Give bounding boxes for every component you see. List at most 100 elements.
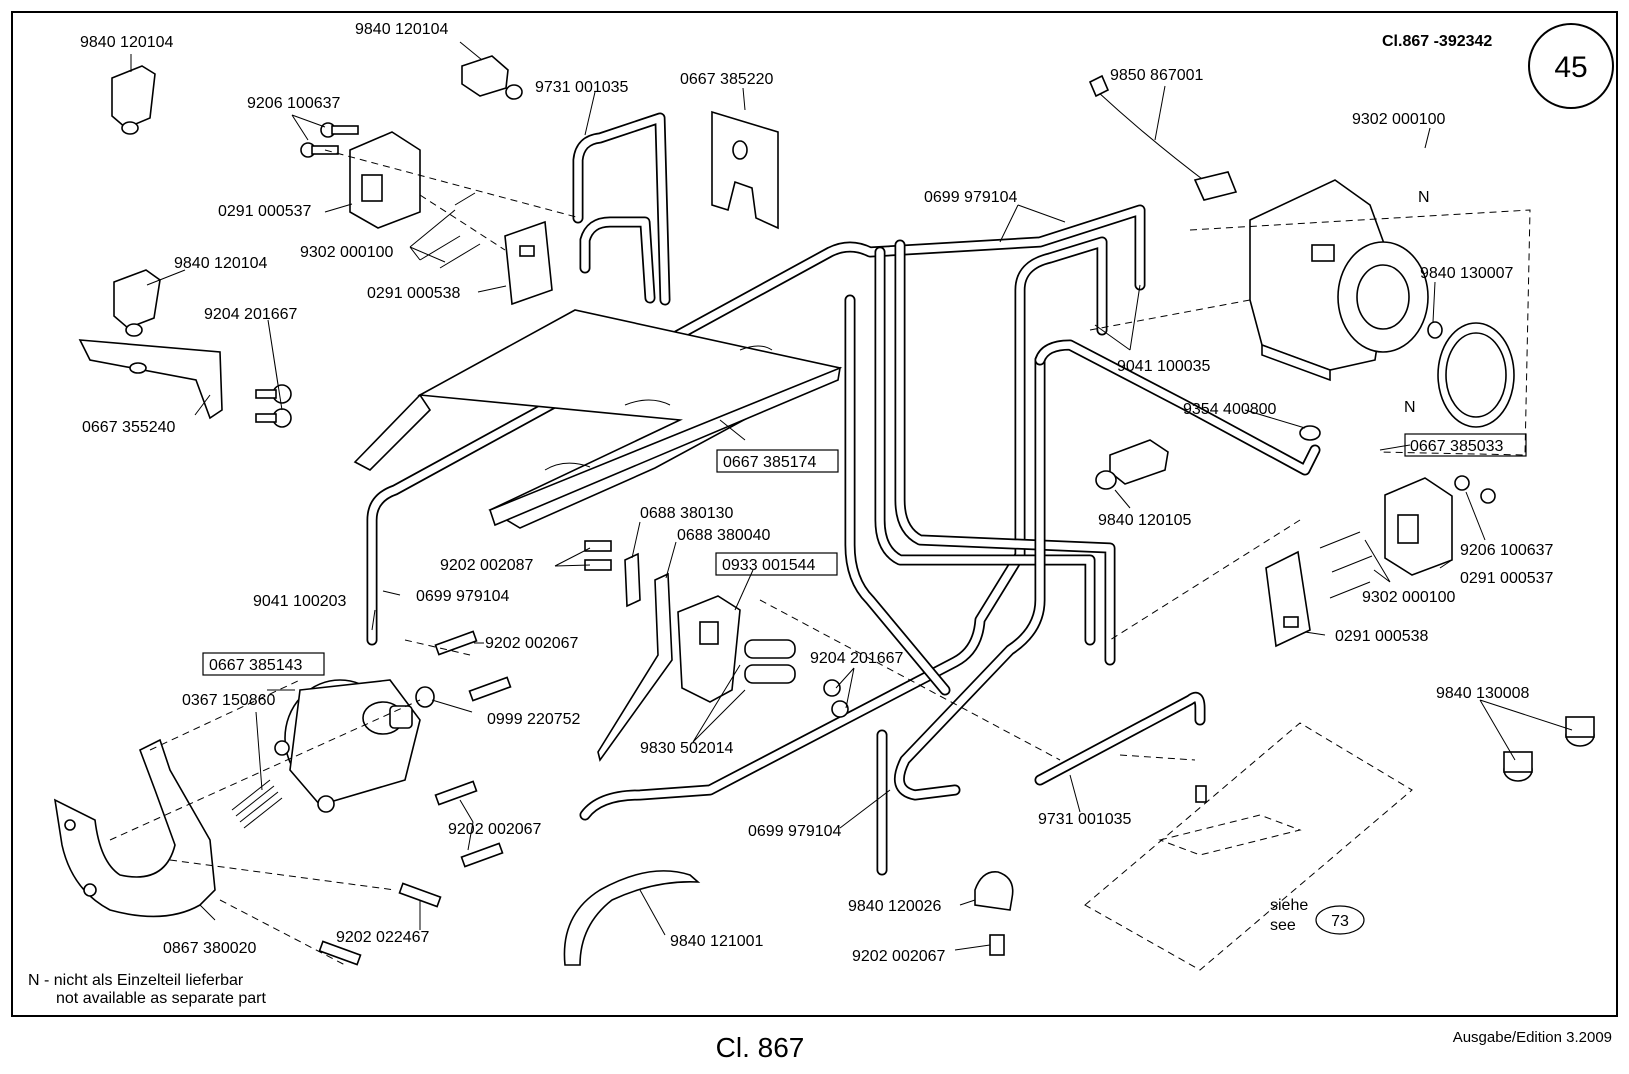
label-switch-housing-b: 0291 000537	[1460, 570, 1554, 587]
box-tray-label	[716, 449, 839, 473]
label-switch-plate-a: 0291 000538	[367, 285, 461, 302]
note-english: not available as separate part	[56, 990, 266, 1007]
screws-9204-201667-b	[823, 679, 849, 718]
label-tube-top-right: 0699 979104	[924, 189, 1018, 206]
rollers-9830-502014	[744, 639, 796, 684]
box-motor-label	[202, 652, 325, 676]
label-tray: 0667 385174	[723, 454, 817, 471]
switch-housing-0291-000537-b	[1384, 477, 1453, 576]
switch-plate-0291-000538-b	[1265, 550, 1311, 648]
guide-plate-0667-385220	[711, 110, 779, 230]
label-tube-bottom-right: 9731 001035	[1038, 811, 1132, 828]
label-clamp: 0933 001544	[722, 557, 816, 574]
label-cable: 9850 867001	[1110, 67, 1204, 84]
bracket-0867-380020	[53, 738, 216, 918]
label-screw-motor-a: 9202 002067	[485, 635, 579, 652]
label-screw-clip: 9202 002067	[852, 948, 946, 965]
leader-lines	[130, 41, 1573, 951]
label-holder-top-left: 9840 120104	[80, 34, 174, 51]
pump-assembly	[1249, 179, 1429, 382]
label-bracket-left: 0667 355240	[82, 419, 176, 436]
label-holder-right: 9840 120105	[1098, 512, 1192, 529]
tray-0667-385174	[353, 309, 843, 529]
page-number-circle	[1528, 23, 1614, 109]
note-german: N - nicht als Einzelteil lieferbar	[28, 972, 244, 989]
see-text: see	[1270, 917, 1296, 934]
holder-9840-120104-b	[461, 55, 523, 100]
screw-9202-002067-bottom	[989, 934, 1005, 956]
edition-text: Ausgabe/Edition 3.2009	[1453, 1029, 1612, 1046]
label-switch-plate-b: 0291 000538	[1335, 628, 1429, 645]
screws-9204-201667-a	[255, 384, 292, 428]
label-clip: 9840 120026	[848, 898, 942, 915]
box-ring-label	[1404, 433, 1527, 457]
box-clamp-label	[715, 552, 838, 576]
label-motor: 0667 385143	[209, 657, 303, 674]
reference-page: 73	[1331, 913, 1349, 930]
label-bracket-motor: 0867 380020	[163, 940, 257, 957]
label-screws-center: 9202 002087	[440, 557, 534, 574]
mark-n-upper: N	[1418, 189, 1430, 206]
cable-tie-9840-121001	[563, 870, 701, 966]
label-screws-center-b: 9204 201667	[810, 650, 904, 667]
label-rollers: 9830 502014	[640, 740, 734, 757]
clamp-block-0933-001544	[677, 595, 741, 703]
switch-plate-0291-000538-a	[504, 220, 553, 306]
bracket-0667-355240	[78, 339, 223, 420]
holder-9840-120104-a	[111, 65, 156, 135]
switch-housing-0291-000537-a	[349, 131, 421, 229]
label-o-ring: 9354 400800	[1183, 401, 1277, 418]
clip-9840-120026	[974, 871, 1014, 911]
base-plate-siehe-73	[1084, 722, 1413, 971]
page-number: 45	[1554, 51, 1587, 84]
pins-9302-000100-b	[1319, 531, 1373, 599]
pins-9302-000100-a	[419, 192, 481, 269]
part-labels: 9840 120104 9840 120104 9206 100637 9731…	[80, 21, 1554, 965]
label-screw-bracket: 9202 022467	[336, 929, 430, 946]
screw-9202-022467	[318, 882, 442, 966]
label-guide-plate: 0667 385220	[680, 71, 774, 88]
spring-0367-150860	[231, 779, 283, 829]
label-tube-end-left: 9041 100203	[253, 593, 347, 610]
holder-9840-120105	[1095, 439, 1169, 490]
label-pins-a: 9302 000100	[300, 244, 394, 261]
label-holder-left: 9840 120104	[174, 255, 268, 272]
nut-9840-130007	[1427, 321, 1443, 339]
plate-0688-380040	[597, 572, 673, 762]
plate-0688-380130	[624, 552, 641, 608]
sleeves-9840-130008	[1503, 716, 1595, 782]
label-screws-right: 9206 100637	[1460, 542, 1554, 559]
siehe-text: siehe	[1270, 897, 1308, 914]
label-screws-top-left: 9206 100637	[247, 95, 341, 112]
assembly-lines	[109, 149, 1531, 966]
label-nut: 9840 130007	[1420, 265, 1514, 282]
screws-9202-002067-left	[434, 630, 512, 868]
model-title: Cl. 867	[716, 1032, 805, 1063]
mark-n-lower: N	[1404, 399, 1416, 416]
label-cap: 0999 220752	[487, 711, 581, 728]
screws-9202-002087	[584, 540, 612, 571]
drawing-frame	[11, 11, 1618, 1017]
label-pins-b: 9302 000100	[1362, 589, 1456, 606]
holder-9840-120104-c	[113, 269, 161, 337]
label-switch-housing-a: 0291 000537	[218, 203, 312, 220]
label-tube-left: 0699 979104	[416, 588, 510, 605]
label-pin-pump: 9302 000100	[1352, 111, 1446, 128]
tube-frame-assembly	[366, 112, 1321, 876]
cross-reference: siehe see 73	[1270, 897, 1365, 935]
o-ring-9354-400800	[1299, 425, 1321, 441]
screws-9206-100637-b	[1454, 475, 1496, 504]
label-screws-left: 9204 201667	[204, 306, 298, 323]
motor-0667-385143	[274, 679, 421, 813]
label-holder-top-center: 9840 120104	[355, 21, 449, 38]
label-tube-top: 9731 001035	[535, 79, 629, 96]
cap-0999-220752	[415, 686, 435, 708]
reference-page-circle	[1315, 905, 1365, 935]
label-spring: 0367 150860	[182, 692, 276, 709]
label-plate-a: 0688 380130	[640, 505, 734, 522]
label-tube-bottom: 0699 979104	[748, 823, 842, 840]
label-sleeves: 9840 130008	[1436, 685, 1530, 702]
class-code: Cl.867 -392342	[1382, 33, 1492, 50]
ring-seal	[1437, 322, 1515, 428]
